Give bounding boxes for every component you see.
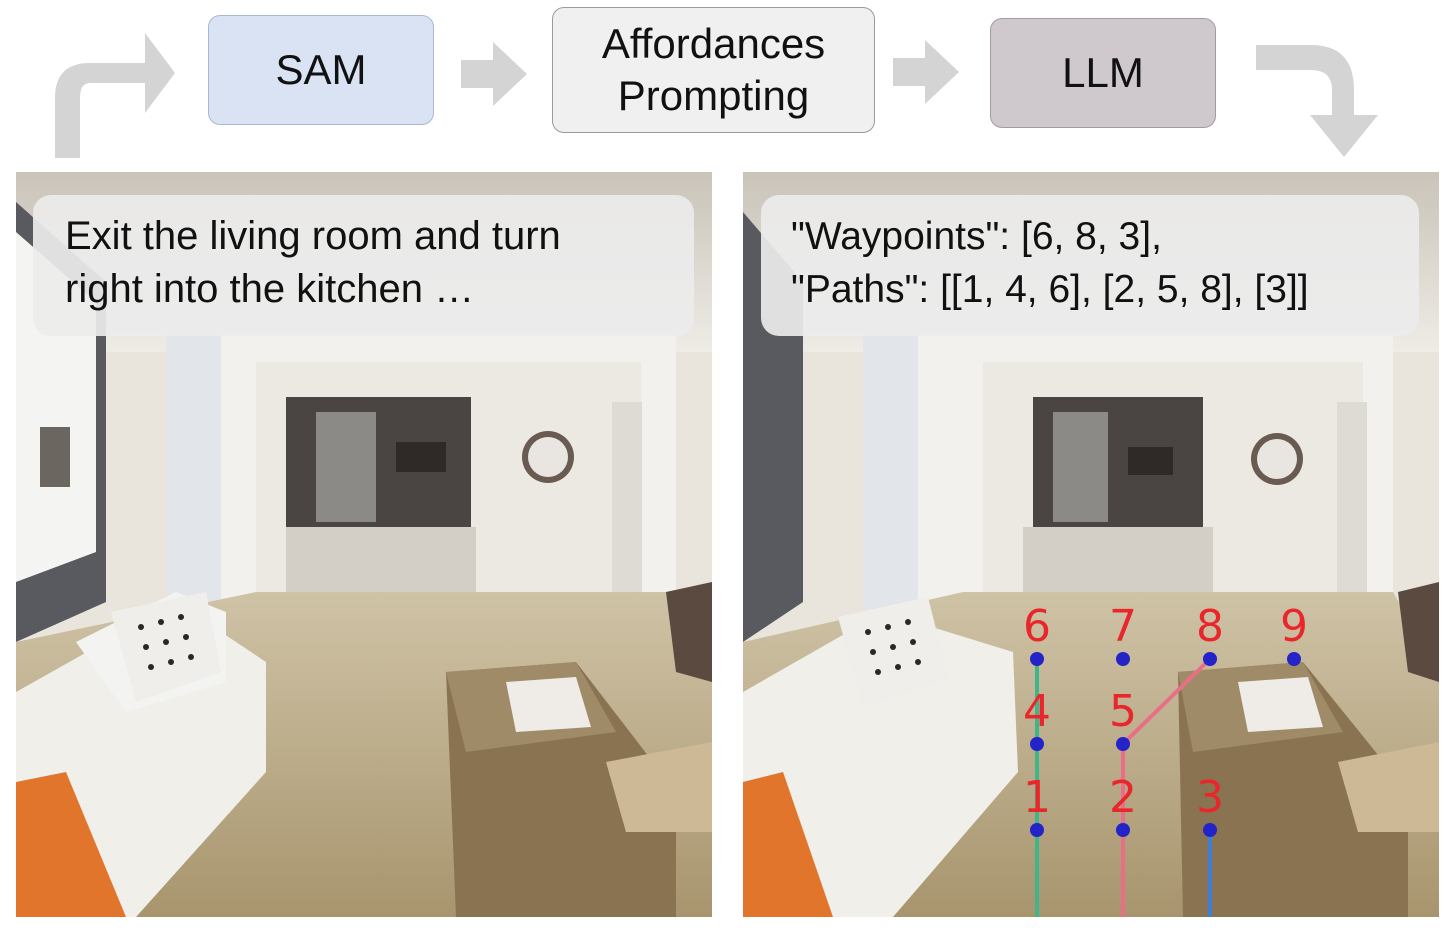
right-arrow-icon xyxy=(461,42,527,106)
waypoint-label-5: 5 xyxy=(1109,686,1137,737)
waypoint-label-7: 7 xyxy=(1109,601,1137,652)
waypoint-label-8: 8 xyxy=(1196,601,1224,652)
affordances-prompting-label: Affordances Prompting xyxy=(601,20,826,119)
waypoint-label-9: 9 xyxy=(1280,601,1308,652)
waypoint-overlay xyxy=(1030,652,1301,917)
instruction-line-2: right into the kitchen … xyxy=(65,267,475,311)
output-line-2: "Paths": [[1, 4, 6], [2, 5, 8], [3]] xyxy=(791,268,1309,311)
llm-label: LLM xyxy=(1062,49,1144,96)
right-arrow-icon xyxy=(893,40,959,104)
waypoint-dot-5 xyxy=(1116,737,1130,751)
waypoint-label-6: 6 xyxy=(1023,601,1051,652)
llm-output-callout: "Waypoints": [6, 8, 3], "Paths": [[1, 4,… xyxy=(761,195,1419,336)
waypoint-dot-6 xyxy=(1030,652,1044,666)
sam-box: SAM xyxy=(208,15,434,125)
affordances-prompting-box: Affordances Prompting xyxy=(552,7,875,133)
waypoint-dot-1 xyxy=(1030,823,1044,837)
instruction-callout: Exit the living room and turn right into… xyxy=(33,195,694,336)
waypoint-dot-7 xyxy=(1116,652,1130,666)
waypoint-label-3: 3 xyxy=(1196,772,1224,823)
waypoint-dot-8 xyxy=(1203,652,1217,666)
loop-end-arrow xyxy=(1256,45,1378,157)
waypoint-dot-9 xyxy=(1287,652,1301,666)
instruction-line-1: Exit the living room and turn xyxy=(65,214,561,258)
sam-label: SAM xyxy=(275,46,367,93)
waypoint-label-4: 4 xyxy=(1023,686,1051,737)
input-observation-image: Exit the living room and turn right into… xyxy=(16,172,712,917)
output-line-1: "Waypoints": [6, 8, 3], xyxy=(791,215,1162,258)
waypoint-dot-4 xyxy=(1030,737,1044,751)
llm-box: LLM xyxy=(990,18,1216,128)
waypoint-label-2: 2 xyxy=(1109,772,1137,823)
path-line-2 xyxy=(1121,657,1212,917)
waypoint-dot-3 xyxy=(1203,823,1217,837)
output-observation-image: 1 2 3 4 5 6 7 8 9 "Waypoints": [6, 8, 3], "Paths… xyxy=(743,172,1439,917)
waypoint-dot-2 xyxy=(1116,823,1130,837)
loop-start-arrow xyxy=(55,33,175,158)
waypoint-label-1: 1 xyxy=(1023,772,1051,823)
